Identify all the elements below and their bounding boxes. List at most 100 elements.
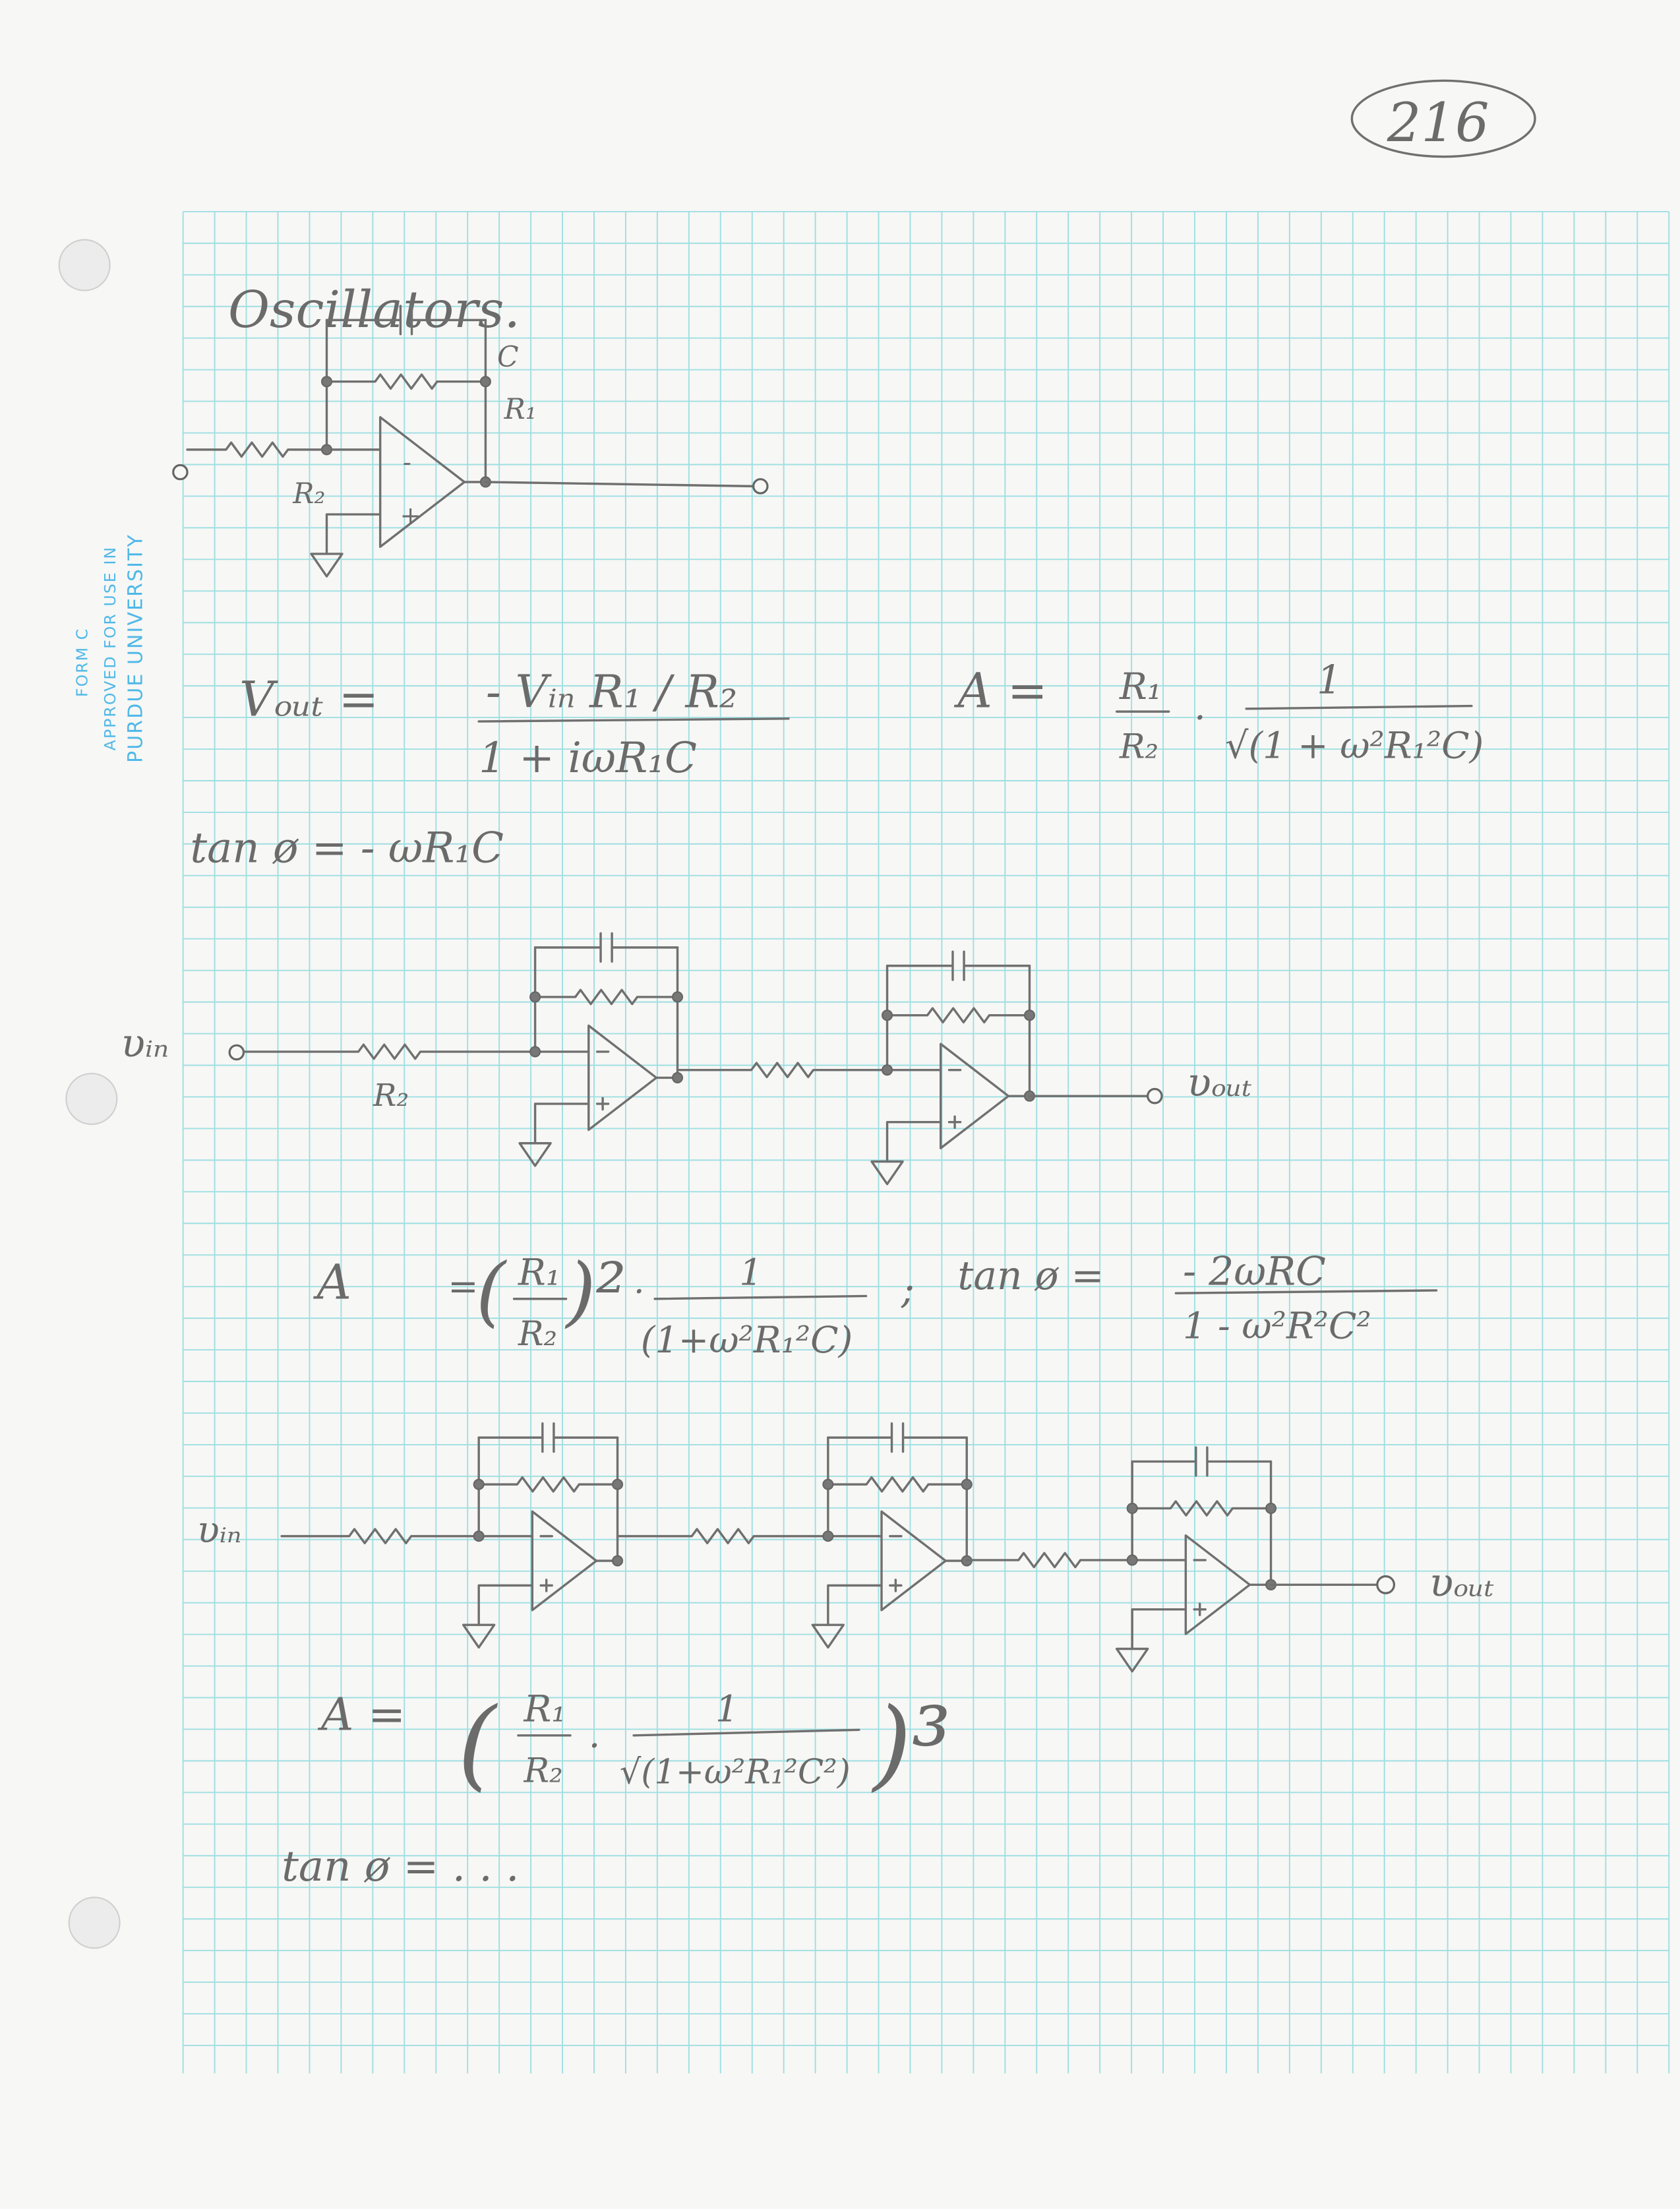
page-title: Oscillators. (228, 281, 520, 340)
junction-node (822, 1530, 834, 1542)
resistor-icon (280, 1528, 480, 1545)
eq3-lhs: A = (317, 1689, 405, 1741)
eq2-lhs: A (313, 1256, 351, 1311)
junction-node (473, 1530, 485, 1542)
circuit2-vin-label: υᵢₙ (121, 1020, 169, 1066)
op-amp-icon (531, 1510, 598, 1612)
resistor-icon (533, 988, 679, 1006)
resistor-icon (325, 373, 487, 390)
ground-icon (1115, 1647, 1149, 1673)
circuit-diagrams (172, 305, 1396, 1673)
binder-hole (68, 1896, 121, 1949)
resistor-icon (477, 1476, 619, 1493)
output-terminal (1376, 1575, 1396, 1594)
stamp-line3: PURDUE UNIVERSITY (125, 533, 148, 763)
gain-num: 1 (1317, 657, 1342, 703)
circuit2-vout-label: υₒᵤₜ (1187, 1060, 1251, 1106)
binder-holes (58, 239, 121, 1949)
ground-wire (827, 1584, 883, 1626)
eq1-numerator: - Vᵢₙ R₁ / R₂ (486, 667, 737, 719)
resistor-icon (1131, 1500, 1273, 1517)
eq3-num: 1 (715, 1687, 738, 1730)
ground-wire (325, 513, 382, 555)
circuit2-r2-label: R₂ (373, 1077, 409, 1114)
capacitor-icon (325, 305, 487, 336)
output-terminal (1147, 1087, 1163, 1104)
eq2-ratio-den: R₂ (518, 1314, 557, 1354)
page-number-circle (1350, 79, 1536, 158)
resistor-icon (676, 1062, 889, 1079)
gain-lhs: A = (953, 664, 1047, 719)
input-terminal (228, 1044, 245, 1061)
junction-node (1023, 1010, 1036, 1021)
noninverting-input-label: + (400, 501, 421, 531)
eq1-lhs: Vₒᵤₜ = (239, 673, 378, 728)
ground-wire (477, 1584, 534, 1626)
eq2-equals: = (448, 1265, 479, 1308)
inverting-input-label: - (403, 448, 411, 477)
eq3-ratio-den: R₂ (524, 1751, 563, 1790)
eq2-dot: · (634, 1272, 644, 1312)
input-terminal (172, 464, 189, 481)
feedback-wire (533, 946, 679, 1079)
op-amp-icon (940, 1043, 1010, 1149)
plus-sign-icon (539, 1579, 553, 1592)
junction-node (961, 1478, 973, 1490)
grid-lines (182, 210, 1670, 2074)
gain-den: √(1 + ω²R₁²C) (1225, 725, 1484, 768)
capacitor-label: C (497, 341, 519, 374)
resistor-r1-label: R₁ (504, 393, 537, 426)
junction-node (1126, 1502, 1138, 1514)
junction-node (882, 1064, 893, 1076)
page-number: 216 (1387, 92, 1489, 154)
plus-sign-icon (595, 1097, 610, 1111)
eq2-tan-den: 1 - ω²R²C² (1183, 1305, 1371, 1348)
eq3-rparen: )³ (871, 1687, 951, 1801)
ground-icon (462, 1623, 496, 1649)
resistor-icon (616, 1528, 829, 1545)
eq3-lparen: ( (458, 1687, 498, 1801)
resistor-r2-label: R₂ (292, 477, 325, 510)
eq2-fraction-bar (653, 1294, 868, 1300)
eq2-den: (1+ω²R₁²C) (641, 1319, 853, 1362)
junction-node (612, 1478, 624, 1490)
feedback-wire (885, 964, 1031, 1097)
junction-node (882, 1010, 893, 1021)
plus-sign-icon (1193, 1602, 1207, 1616)
op-amp-icon (587, 1024, 658, 1132)
junction-node (612, 1555, 624, 1567)
eq3-den: √(1+ω²R₁²C²) (620, 1752, 851, 1792)
ground-icon (870, 1160, 904, 1186)
plus-sign-icon (889, 1579, 903, 1592)
eq1-fraction-bar (477, 717, 790, 723)
op-amp-icon (880, 1510, 947, 1612)
ground-icon (518, 1142, 552, 1167)
capacitor-icon (477, 1422, 619, 1453)
resistor-icon (885, 1007, 1031, 1024)
junction-node (529, 1046, 541, 1058)
eq2-ratio-num: R₁ (518, 1251, 560, 1294)
plus-sign-icon (947, 1115, 962, 1129)
junction-node (529, 991, 541, 1003)
junction-node (320, 444, 333, 456)
op-amp-icon (378, 416, 466, 548)
ground-wire (533, 1103, 590, 1145)
ground-wire (1131, 1608, 1187, 1650)
eq2-tan-bar (1174, 1289, 1438, 1294)
op-amp-icon (1184, 1534, 1251, 1635)
junction-node (320, 376, 333, 388)
feedback-wire (827, 1436, 968, 1562)
junction-node (822, 1478, 834, 1490)
capacitor-icon (885, 950, 1031, 981)
eq1-denominator: 1 + iωR₁C (479, 734, 697, 783)
capacitor-icon (827, 1422, 968, 1453)
junction-node (671, 991, 684, 1003)
eq2-rparen: )² (564, 1248, 626, 1336)
output-terminal (752, 478, 769, 495)
binder-hole (58, 239, 111, 291)
resistor-icon (242, 1043, 537, 1060)
ground-wire (885, 1120, 942, 1163)
form-stamp: FORM C APPROVED FOR USE IN PURDUE UNIVER… (73, 533, 147, 763)
